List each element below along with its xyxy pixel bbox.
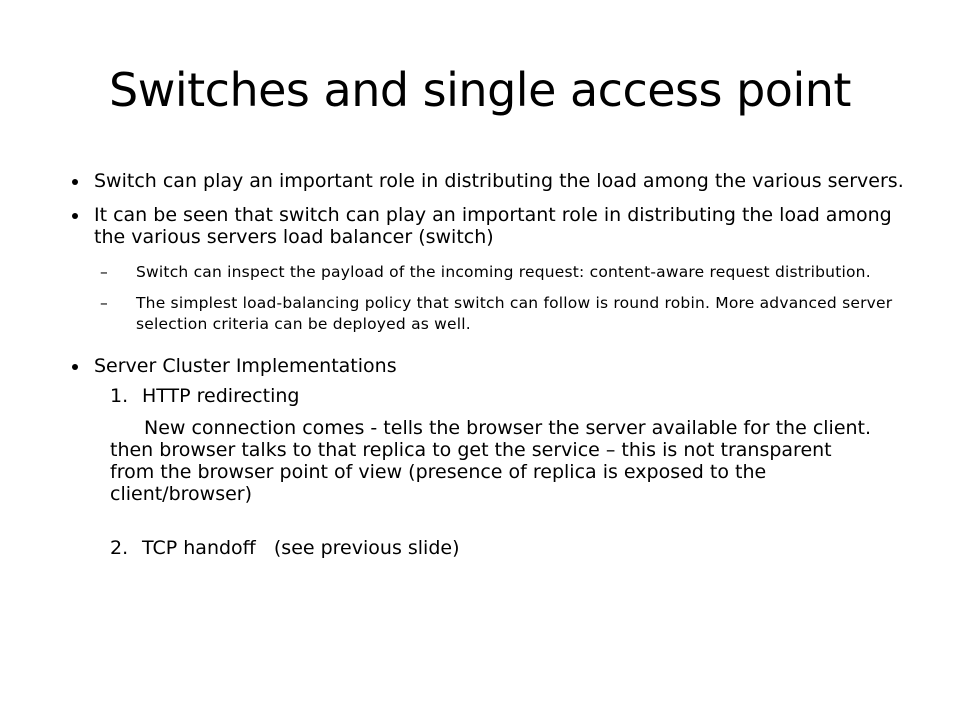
bullet-text: Switch can play an important role in dis… [94, 170, 904, 192]
bullet-item: Server Cluster Implementations [72, 355, 912, 377]
item-description: New connection comes - tells the browser… [110, 417, 872, 505]
item-number: 2. [110, 537, 129, 559]
sub-bullet-text: Switch can inspect the payload of the in… [136, 263, 871, 281]
sub-bullet-text: The simplest load-balancing policy that … [136, 294, 893, 333]
bullet-item: It can be seen that switch can play an i… [72, 204, 912, 248]
sub-bullet-item: – The simplest load-balancing policy tha… [100, 293, 912, 335]
slide-content: Switch can play an important role in dis… [72, 170, 912, 559]
slide-title: Switches and single access point [109, 63, 851, 117]
bullet-icon [72, 213, 78, 219]
item-label: TCP handoff (see previous slide) [142, 537, 460, 559]
cluster-heading: Server Cluster Implementations [94, 355, 397, 377]
sub-bullet-item: – Switch can inspect the payload of the … [100, 262, 912, 283]
bullet-icon [72, 179, 78, 185]
dash-icon: – [100, 294, 108, 312]
numbered-item: 1. HTTP redirecting [110, 385, 912, 407]
bullet-text: It can be seen that switch can play an i… [94, 204, 892, 248]
item-number: 1. [110, 385, 129, 407]
dash-icon: – [100, 263, 108, 281]
bullet-item: Switch can play an important role in dis… [72, 170, 912, 192]
numbered-item: 2. TCP handoff (see previous slide) [110, 537, 912, 559]
item-label: HTTP redirecting [142, 385, 300, 407]
bullet-icon [72, 364, 78, 370]
